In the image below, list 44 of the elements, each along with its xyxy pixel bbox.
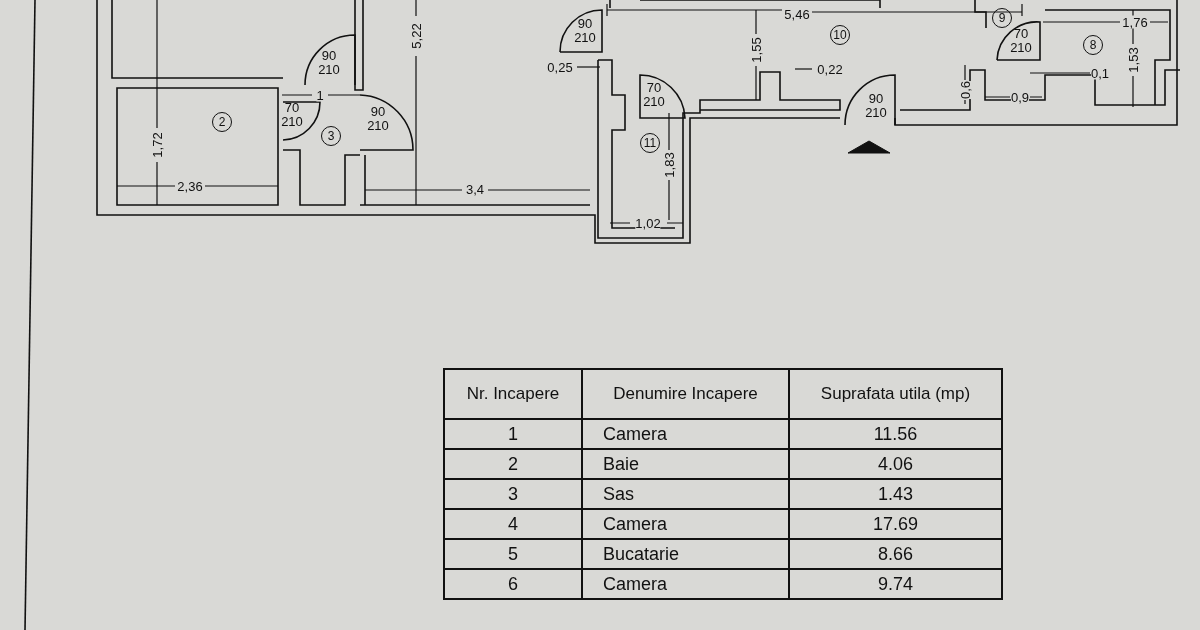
table-cell: Camera (582, 419, 789, 449)
dimension-label: 0,9 (1010, 90, 1030, 104)
dimension-label: 1,83 (662, 152, 676, 178)
table-cell: Camera (582, 569, 789, 599)
dimension-label: 0,1 (1090, 66, 1110, 80)
table-cell: 8.66 (789, 539, 1002, 569)
table-cell: 11.56 (789, 419, 1002, 449)
table-cell: 3 (444, 479, 582, 509)
table-cell: Bucatarie (582, 539, 789, 569)
door-size-label: 70 210 (642, 81, 666, 109)
table-cell: 9.74 (789, 569, 1002, 599)
door-size-label: 70 210 (280, 101, 304, 129)
door-size-label: 90 210 (317, 49, 341, 77)
table-header-cell: Suprafata utila (mp) (789, 369, 1002, 419)
table-cell: 17.69 (789, 509, 1002, 539)
table-cell: Camera (582, 509, 789, 539)
table-cell: 2 (444, 449, 582, 479)
table-cell: Baie (582, 449, 789, 479)
table-cell: 4 (444, 509, 582, 539)
table-header-cell: Denumire Incapere (582, 369, 789, 419)
dimension-label: 0,22 (817, 62, 843, 76)
table-cell: 1 (444, 419, 582, 449)
door-size-label: 70 210 (1009, 27, 1033, 55)
dimension-label: 1,72 (150, 132, 164, 158)
dimension-label: 1,53 (1126, 47, 1140, 73)
dimension-label: 0,25 (547, 60, 573, 74)
table-header-cell: Nr. Incapere (444, 369, 582, 419)
dimension-label: 0,6 (958, 80, 972, 100)
table-cell: Sas (582, 479, 789, 509)
table-cell: 4.06 (789, 449, 1002, 479)
table-cell: 1.43 (789, 479, 1002, 509)
dimension-label: 5,22 (409, 23, 423, 49)
dimension-label: 1,02 (635, 216, 661, 230)
dimension-label: 5,46 (784, 7, 810, 21)
table-cell: 6 (444, 569, 582, 599)
dimension-label: 1,76 (1122, 15, 1148, 29)
dimension-label: 2,36 (177, 179, 203, 193)
dimension-label: 1 (316, 88, 324, 102)
door-size-label: 90 210 (864, 92, 888, 120)
door-size-label: 90 210 (366, 105, 390, 133)
door-size-label: 90 210 (573, 17, 597, 45)
dimension-label: 1,55 (749, 37, 763, 63)
table-cell: 5 (444, 539, 582, 569)
dimension-label: 3,4 (465, 182, 485, 196)
